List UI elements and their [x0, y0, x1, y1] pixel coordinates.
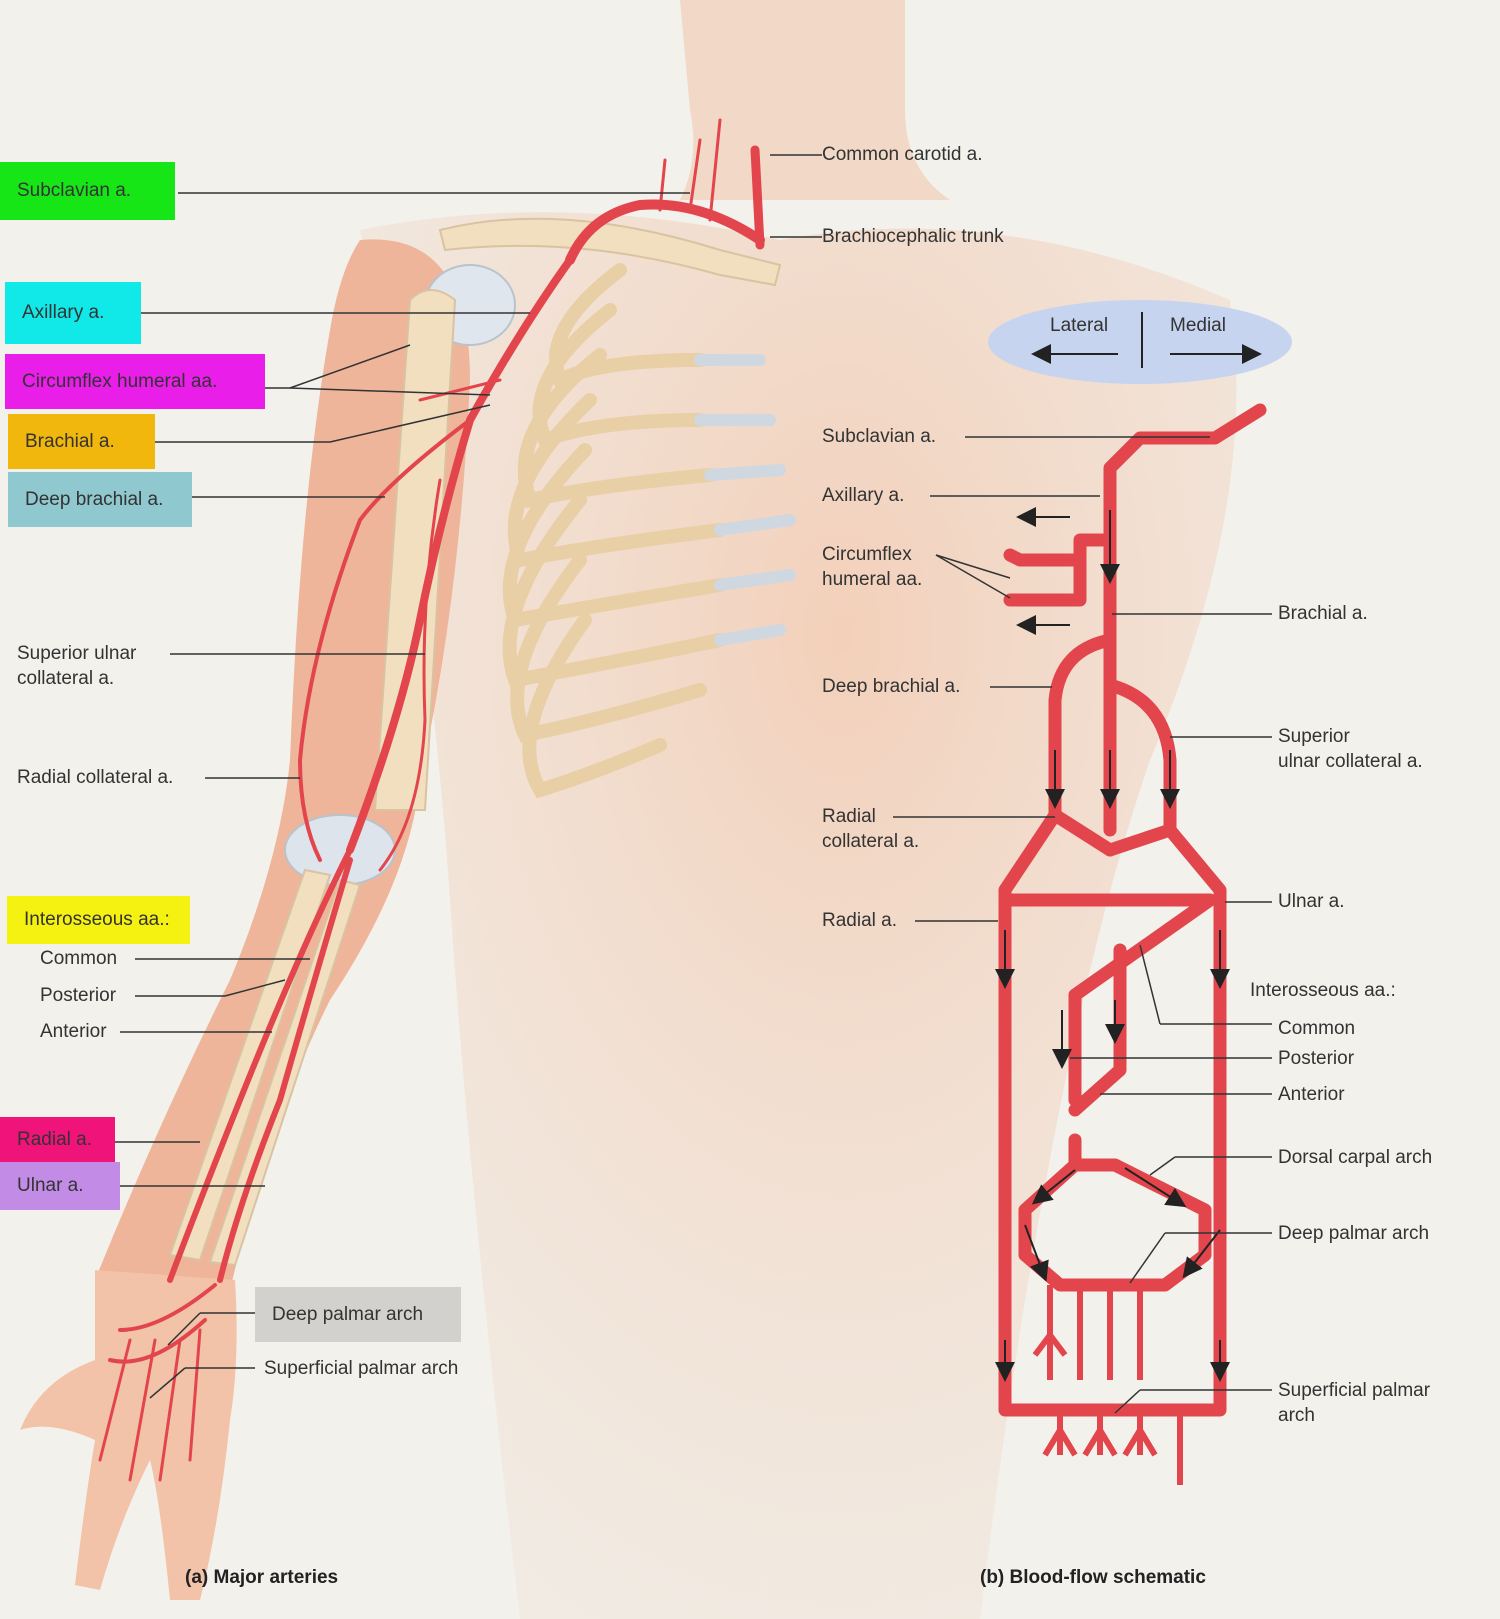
- highlight-deep-brachial: Deep brachial a.: [8, 472, 192, 527]
- flow-arrows: [995, 507, 1230, 1382]
- label-b-common: Common: [1278, 1018, 1356, 1039]
- label-b-subclavian: Subclavian a.: [822, 426, 937, 447]
- label-b-ulnar: Ulnar a.: [1278, 891, 1345, 912]
- highlight-axillary: Axillary a.: [5, 282, 141, 344]
- leader-lines-panel-a: [115, 154, 822, 1399]
- direction-lateral-label: Lateral: [1050, 315, 1109, 336]
- caption-panel-a: (a) Major arteries: [185, 1567, 339, 1588]
- label-b-dorsal-carpal-arch: Dorsal carpal arch: [1278, 1147, 1433, 1168]
- label-common-carotid: Common carotid a.: [822, 144, 983, 165]
- highlight-subclavian: Subclavian a.: [0, 162, 175, 220]
- label-b-deep-palmar-arch: Deep palmar arch: [1278, 1223, 1430, 1244]
- label-interosseous-common: Common: [40, 948, 118, 969]
- label-b-deep-brachial: Deep brachial a.: [822, 676, 961, 697]
- highlight-deep-palmar-arch: Deep palmar arch: [255, 1287, 461, 1342]
- direction-ellipse: [988, 300, 1292, 384]
- label-interosseous-anterior: Anterior: [40, 1021, 107, 1042]
- label-b-brachial: Brachial a.: [1278, 603, 1368, 624]
- label-b-radial: Radial a.: [822, 910, 897, 931]
- label-b-posterior: Posterior: [1278, 1048, 1355, 1069]
- label-b-anterior: Anterior: [1278, 1084, 1345, 1105]
- label-superior-ulnar-collateral: Superior ulnar collateral a.: [17, 643, 137, 689]
- label-superficial-palmar-arch-a: Superficial palmar arch: [264, 1358, 459, 1379]
- label-b-axillary: Axillary a.: [822, 485, 905, 506]
- label-radial-collateral: Radial collateral a.: [17, 767, 174, 788]
- caption-panel-b: (b) Blood-flow schematic: [980, 1567, 1206, 1588]
- leader-lines-panel-b: [893, 436, 1272, 1414]
- arteries-panel-a: [98, 118, 765, 1482]
- label-interosseous-posterior: Posterior: [40, 985, 117, 1006]
- label-b-superior-ulnar-collateral: Superior ulnar collateral a.: [1278, 726, 1423, 772]
- label-b-superficial-palmar-arch: Superficial palmar arch: [1278, 1380, 1431, 1426]
- highlight-interosseous: Interosseous aa.:: [7, 896, 190, 944]
- label-brachiocephalic-trunk: Brachiocephalic trunk: [822, 226, 1004, 247]
- highlight-brachial: Brachial a.: [8, 414, 155, 469]
- highlight-circumflex-humeral: Circumflex humeral aa.: [5, 354, 265, 409]
- highlight-radial: Radial a.: [0, 1117, 115, 1163]
- highlight-ulnar: Ulnar a.: [0, 1162, 120, 1210]
- label-b-radial-collateral: Radial collateral a.: [822, 806, 920, 852]
- label-b-interosseous: Interosseous aa.:: [1250, 980, 1396, 1001]
- label-b-circumflex-humeral: Circumflex humeral aa.: [822, 544, 923, 590]
- direction-medial-label: Medial: [1170, 315, 1226, 336]
- schematic-branches: [1032, 1285, 1183, 1485]
